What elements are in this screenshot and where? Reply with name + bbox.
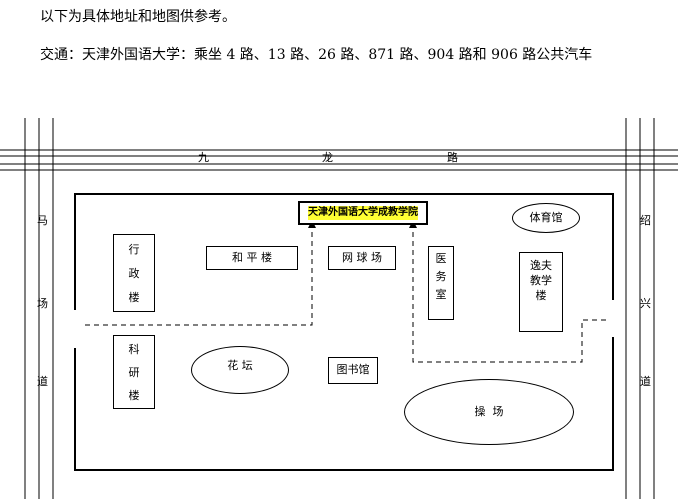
yifu-building: 逸夫 教学 楼 <box>519 252 563 332</box>
target-building: 天津外国语大学成教学院 <box>298 201 428 225</box>
road-left-char-3: 道 <box>37 375 48 388</box>
playground-label: 操 场 <box>474 405 504 418</box>
road-top-char-1: 九 <box>198 151 209 164</box>
gym-label: 体育馆 <box>529 211 563 224</box>
road-right-char-1: 绍 <box>640 214 651 227</box>
library-label: 图书馆 <box>336 363 370 376</box>
road-top-char-2: 龙 <box>322 151 333 164</box>
tennis-label: 网 球 场 <box>342 251 382 264</box>
admin-char-2: 政 <box>128 267 140 280</box>
clinic-char-3: 室 <box>435 288 447 301</box>
yifu-line-1: 逸夫 <box>530 259 552 272</box>
yifu-line-3: 楼 <box>535 289 547 302</box>
tennis-court: 网 球 场 <box>328 246 396 270</box>
research-char-2: 研 <box>128 366 140 379</box>
gym: 体育馆 <box>512 203 580 233</box>
playground: 操 场 <box>404 379 574 445</box>
clinic-char-1: 医 <box>435 252 447 265</box>
target-label: 天津外国语大学成教学院 <box>308 206 418 220</box>
library-building: 图书馆 <box>328 357 378 384</box>
road-right-char-3: 道 <box>640 375 651 388</box>
heping-label: 和 平 楼 <box>232 251 272 264</box>
road-left-char-1: 马 <box>37 214 48 227</box>
admin-building: 行 政 楼 <box>113 234 155 312</box>
research-char-1: 科 <box>128 343 140 356</box>
yifu-line-2: 教学 <box>530 274 552 287</box>
admin-char-3: 楼 <box>128 291 140 304</box>
intro-line-2: 交通：天津外国语大学：乘坐 4 路、13 路、26 路、871 路、904 路和… <box>40 47 593 63</box>
road-top-char-3: 路 <box>447 151 458 164</box>
road-left-char-2: 场 <box>37 297 48 310</box>
garden-label: 花 坛 <box>227 359 253 372</box>
clinic-char-2: 务 <box>435 270 447 283</box>
flower-garden: 花 坛 <box>191 346 289 394</box>
road-right-char-2: 兴 <box>640 297 651 310</box>
research-char-3: 楼 <box>128 389 140 402</box>
admin-char-1: 行 <box>128 243 140 256</box>
research-building: 科 研 楼 <box>113 335 155 409</box>
intro-line-1: 以下为具体地址和地图供参考。 <box>40 9 236 25</box>
clinic-building: 医 务 室 <box>428 246 454 320</box>
heping-building: 和 平 楼 <box>206 246 298 270</box>
